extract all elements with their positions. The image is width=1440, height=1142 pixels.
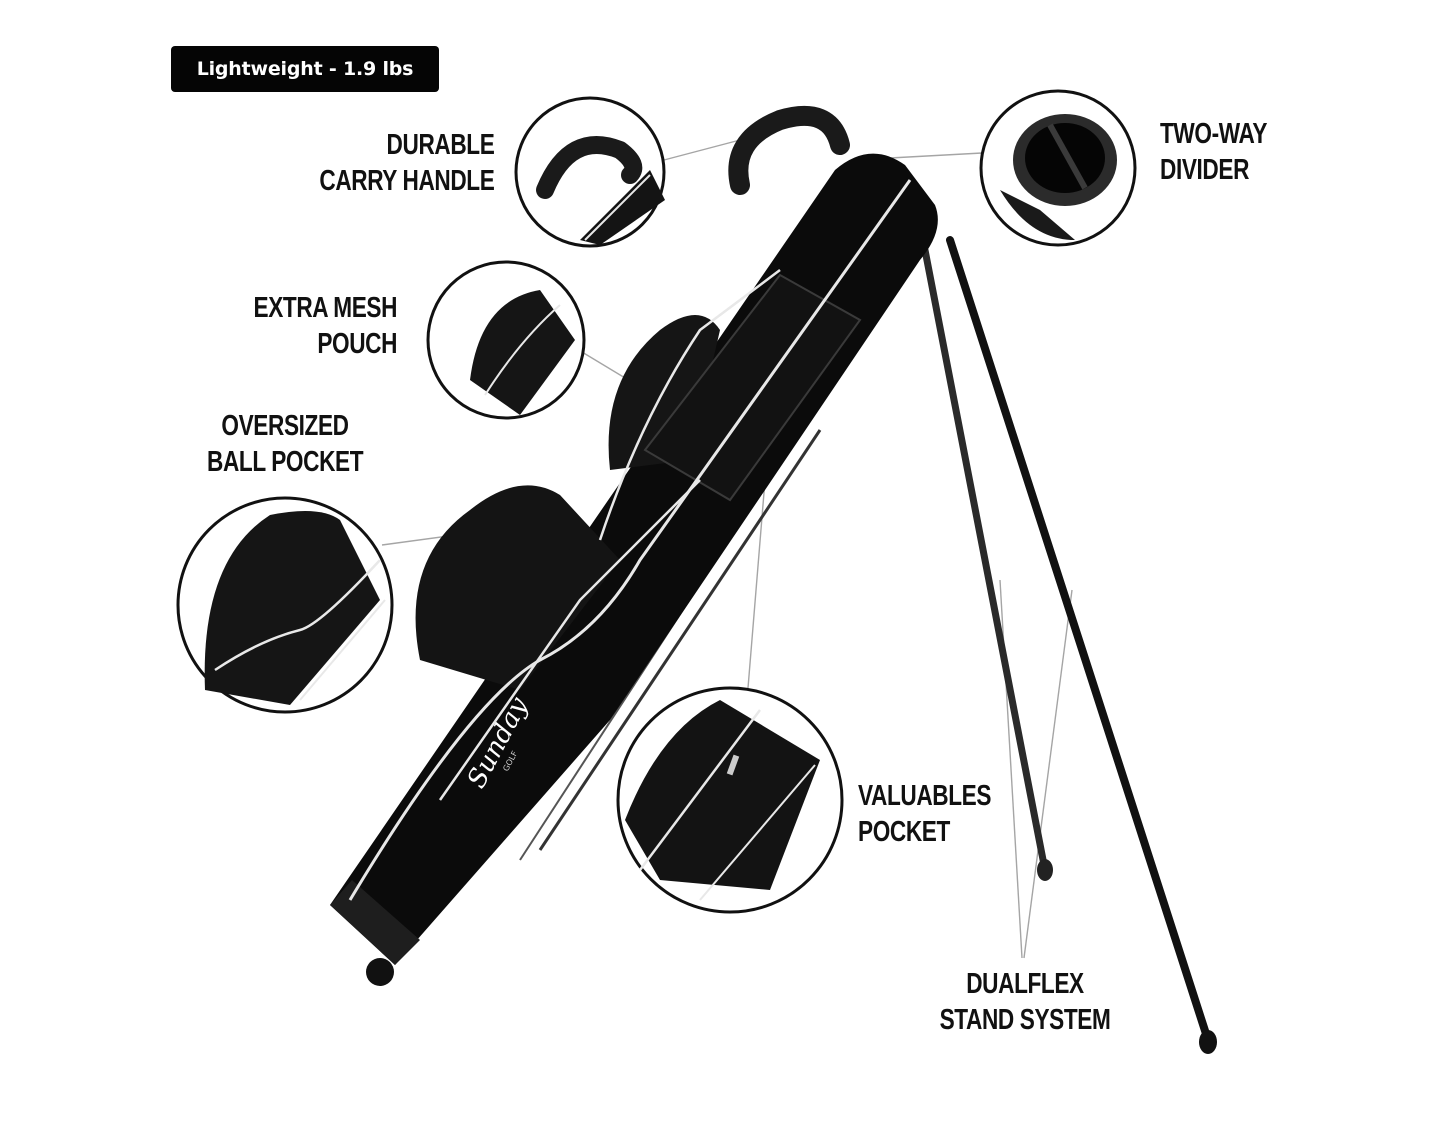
callout-carry-handle: DURABLE CARRY HANDLE <box>319 127 494 199</box>
callout-line: EXTRA MESH <box>253 292 397 324</box>
callout-line: TWO-WAY <box>1160 118 1268 150</box>
callout-ball-pocket: OVERSIZED BALL POCKET <box>207 408 364 480</box>
weight-badge: Lightweight - 1.9 lbs <box>171 46 439 92</box>
callout-two-way-divider: TWO-WAY DIVIDER <box>1160 116 1267 188</box>
detail-circle-carry-handle <box>514 96 666 248</box>
detail-circle-divider <box>979 89 1137 247</box>
callout-line: STAND SYSTEM <box>939 1004 1111 1036</box>
callout-line: DURABLE <box>386 129 494 161</box>
detail-circle-ball-pocket <box>176 496 394 714</box>
callout-line: POCKET <box>858 816 950 848</box>
callout-line: OVERSIZED <box>221 410 349 442</box>
callout-line: POUCH <box>317 328 397 360</box>
callout-line: VALUABLES <box>858 780 992 812</box>
weight-badge-text: Lightweight - 1.9 lbs <box>196 58 414 80</box>
callout-line: DUALFLEX <box>966 968 1084 1000</box>
callout-valuables-pocket: VALUABLES POCKET <box>858 778 991 850</box>
callout-line: DIVIDER <box>1160 154 1250 186</box>
callout-line: CARRY HANDLE <box>318 165 494 197</box>
callout-line: BALL POCKET <box>207 446 364 478</box>
callout-stand-system: DUALFLEX STAND SYSTEM <box>939 966 1111 1038</box>
detail-circle-mesh-pouch <box>426 260 586 420</box>
bag-body <box>330 105 938 986</box>
callout-mesh-pouch: EXTRA MESH POUCH <box>253 290 397 362</box>
detail-circle-valuables-pocket <box>616 686 844 914</box>
